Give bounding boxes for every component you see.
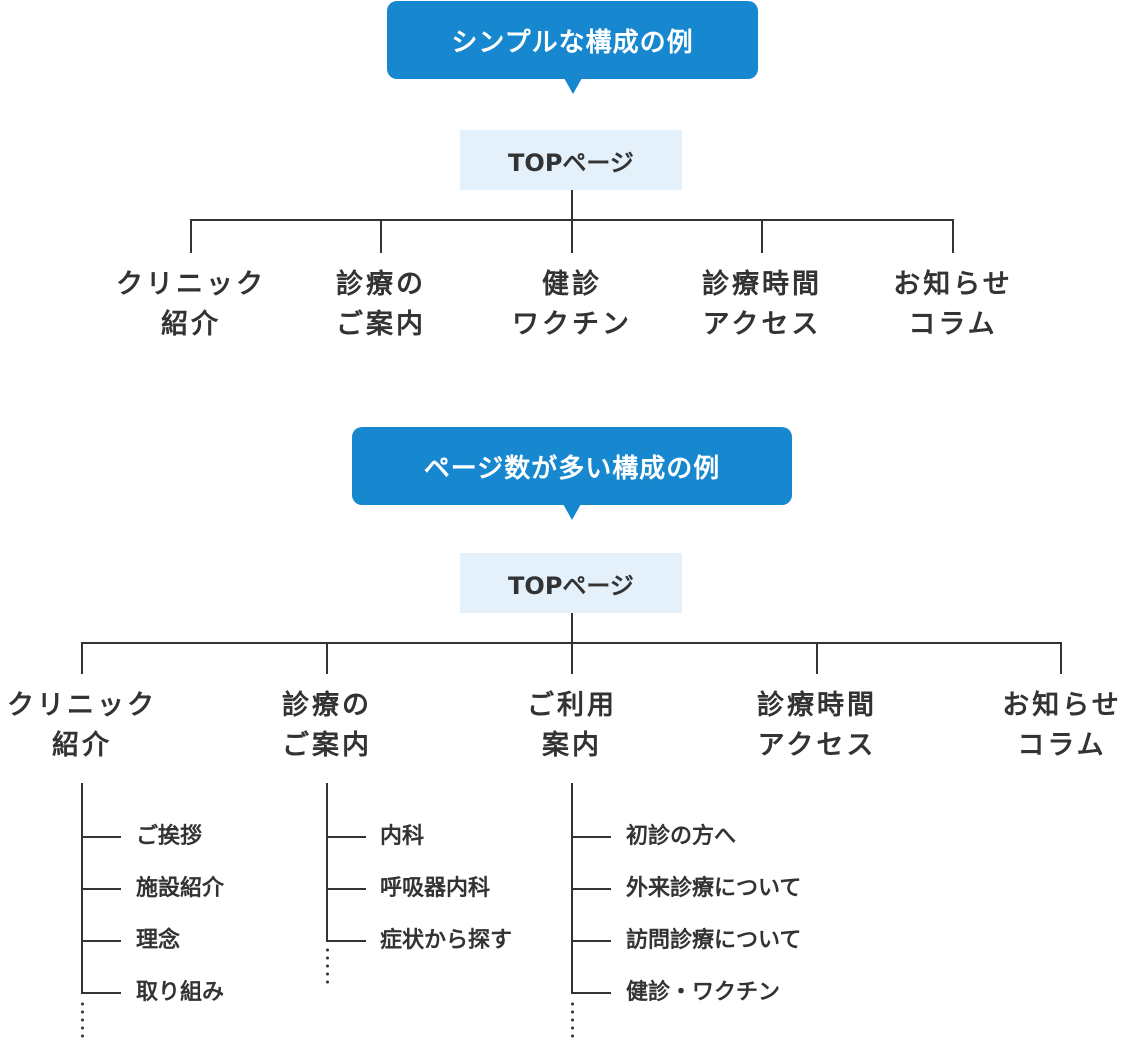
node-label-line2: アクセス: [757, 730, 877, 761]
simple-top-page-box: TOPページ: [460, 130, 682, 190]
large-branch-line: [81, 642, 83, 674]
simple-node-news: お知らせ コラム: [863, 265, 1043, 345]
subpage-outpatient: 外来診療について: [626, 876, 802, 901]
node-label-line2: ご案内: [282, 730, 372, 761]
simple-node-hours: 診療時間 アクセス: [672, 265, 852, 345]
sub-connector: [81, 940, 121, 942]
subpage-internal-medicine: 内科: [380, 824, 425, 849]
subpage-initiatives: 取り組み: [136, 980, 225, 1005]
node-label-line1: 健診: [542, 269, 602, 300]
large-node-hours: 診療時間 アクセス: [727, 686, 907, 766]
node-label-line2: 案内: [542, 730, 602, 761]
node-label-line1: ご利用: [527, 690, 617, 721]
large-branch-line: [326, 642, 328, 674]
simple-node-medical: 診療の ご案内: [291, 265, 471, 345]
simple-branch-line: [571, 219, 573, 253]
subpage-respiratory: 呼吸器内科: [380, 876, 491, 901]
sub-connector: [571, 888, 611, 890]
node-label-line1: お知らせ: [893, 269, 1013, 300]
large-trunk-line: [571, 613, 573, 643]
continuation-dots: [81, 1000, 84, 1042]
large-node-medical: 診療の ご案内: [237, 686, 417, 766]
subpage-symptom-search: 症状から探す: [380, 928, 513, 953]
subpage-greeting: ご挨拶: [136, 824, 203, 849]
node-label-line1: クリニック: [116, 269, 266, 300]
simple-branch-line: [190, 219, 192, 253]
large-branch-line: [1060, 642, 1062, 674]
large-top-page-box: TOPページ: [460, 553, 682, 613]
simple-node-clinic: クリニック 紹介: [101, 265, 281, 345]
subpage-home-visit: 訪問診療について: [626, 928, 802, 953]
subpage-philosophy: 理念: [136, 928, 181, 953]
sub-connector: [326, 888, 366, 890]
sub-connector: [326, 940, 366, 942]
large-structure-title: ページ数が多い構成の例: [352, 427, 792, 520]
sub-connector: [571, 992, 611, 994]
subtree-vertical-line: [326, 783, 328, 941]
simple-structure-title: シンプルな構成の例: [387, 1, 758, 94]
continuation-dots: [326, 946, 329, 988]
node-label-line2: コラム: [908, 309, 998, 340]
sub-connector: [81, 836, 121, 838]
node-label-line2: コラム: [1017, 730, 1107, 761]
simple-trunk-line: [571, 190, 573, 220]
large-branch-line: [571, 642, 573, 674]
large-node-news: お知らせ コラム: [972, 686, 1147, 766]
large-branch-line: [816, 642, 818, 674]
sub-connector: [81, 992, 121, 994]
node-label-line1: お知らせ: [1002, 690, 1122, 721]
node-label-line1: 診療時間: [757, 690, 877, 721]
simple-node-checkup: 健診 ワクチン: [482, 265, 662, 345]
node-label-line1: クリニック: [7, 690, 157, 721]
node-label-line2: アクセス: [702, 309, 822, 340]
sub-connector: [81, 888, 121, 890]
sub-connector: [571, 940, 611, 942]
node-label-line2: ご案内: [336, 309, 426, 340]
node-label-line2: 紹介: [161, 309, 221, 340]
simple-branch-line: [761, 219, 763, 253]
node-label-line1: 診療時間: [702, 269, 822, 300]
large-node-usage: ご利用 案内: [482, 686, 662, 766]
continuation-dots: [571, 1000, 574, 1042]
subpage-facility: 施設紹介: [136, 876, 225, 901]
sub-connector: [571, 836, 611, 838]
sub-connector: [326, 836, 366, 838]
node-label-line1: 診療の: [282, 690, 372, 721]
node-label-line2: ワクチン: [512, 309, 632, 340]
subpage-first-visit: 初診の方へ: [626, 824, 737, 849]
subpage-checkup-vaccine: 健診・ワクチン: [626, 980, 781, 1005]
simple-branch-line: [952, 219, 954, 253]
large-node-clinic: クリニック 紹介: [0, 686, 172, 766]
simple-branch-line: [380, 219, 382, 253]
node-label-line1: 診療の: [336, 269, 426, 300]
node-label-line2: 紹介: [52, 730, 112, 761]
